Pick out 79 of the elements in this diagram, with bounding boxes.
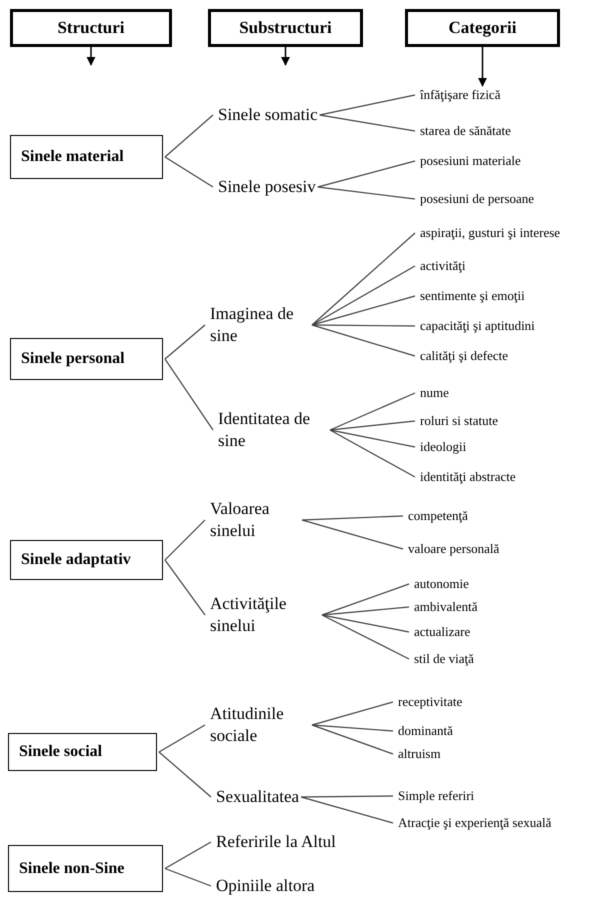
category-label: aspiraţii, gusturi şi interese: [420, 225, 560, 241]
connector-line: [330, 429, 416, 448]
connector-line: [312, 295, 416, 326]
down-arrow: [281, 47, 290, 66]
category-label: posesiuni de persoane: [420, 191, 534, 207]
substructure-label: Sexualitatea: [216, 786, 300, 808]
structure-box: Sinele social: [8, 733, 157, 771]
category-label: competenţă: [408, 508, 468, 524]
structure-box: Sinele non-Sine: [8, 845, 163, 892]
down-arrow: [478, 47, 487, 87]
connector-line: [312, 324, 415, 327]
connector-line: [312, 324, 416, 357]
category-label: actualizare: [414, 624, 470, 640]
connector-line: [164, 841, 212, 870]
category-label: roluri si statute: [420, 413, 498, 429]
connector-line: [320, 114, 416, 132]
category-label: activităţi: [420, 258, 466, 274]
structure-box: Sinele personal: [10, 338, 163, 380]
substructure-label: Activităţile sinelui: [210, 593, 320, 637]
connector-line: [320, 94, 416, 116]
column-header-box: Substructuri: [208, 9, 363, 47]
connector-line: [158, 724, 206, 753]
category-label: ambivalentă: [414, 599, 478, 615]
connector-line: [158, 752, 212, 798]
connector-line: [301, 795, 393, 798]
category-label: Atracţie şi experienţă sexuală: [398, 815, 552, 831]
substructure-label: Identitatea de sine: [218, 408, 328, 452]
connector-line: [318, 186, 416, 200]
substructure-label: Atitudinile sociale: [210, 703, 310, 747]
connector-line: [322, 606, 410, 616]
category-label: identităţi abstracte: [420, 469, 516, 485]
connector-line: [322, 614, 410, 633]
category-label: altruism: [398, 746, 441, 762]
category-label: dominantă: [398, 723, 453, 739]
substructure-label: Valoarea sinelui: [210, 498, 300, 542]
category-label: sentimente şi emoţii: [420, 288, 525, 304]
connector-line: [312, 724, 394, 755]
category-label: posesiuni materiale: [420, 153, 521, 169]
connector-line: [164, 868, 212, 887]
connector-line: [302, 515, 404, 521]
connector-line: [330, 429, 416, 478]
category-label: starea de sănătate: [420, 123, 511, 139]
connector-line: [164, 114, 214, 158]
substructure-label: Imaginea de sine: [210, 303, 310, 347]
substructure-label: Referirile la Altul: [216, 831, 336, 853]
substructure-label: Sinele somatic: [218, 104, 318, 126]
connector-line: [330, 420, 416, 431]
column-header-box: Categorii: [405, 9, 560, 47]
connector-line: [164, 560, 206, 616]
category-label: autonomie: [414, 576, 469, 592]
category-label: valoare personală: [408, 541, 500, 557]
substructure-label: Opiniile altora: [216, 875, 315, 897]
connector-line: [312, 265, 416, 326]
category-label: capacităţi şi aptitudini: [420, 318, 535, 334]
category-label: ideologii: [420, 439, 466, 455]
category-label: calităţi şi defecte: [420, 348, 508, 364]
category-label: receptivitate: [398, 694, 462, 710]
connector-line: [164, 520, 206, 560]
connector-line: [330, 392, 416, 431]
structure-box: Sinele material: [10, 135, 163, 179]
connector-line: [302, 519, 404, 550]
structure-box: Sinele adaptativ: [10, 540, 163, 580]
connector-line: [318, 160, 416, 188]
connector-line: [312, 724, 394, 732]
connector-line: [164, 358, 214, 430]
category-label: Simple referiri: [398, 788, 474, 804]
connector-line: [312, 701, 394, 726]
connector-line: [322, 583, 410, 616]
connector-line: [322, 614, 410, 660]
column-header-box: Structuri: [10, 9, 172, 47]
connector-line: [312, 232, 416, 326]
substructure-label: Sinele posesiv: [218, 176, 316, 198]
down-arrow: [86, 47, 96, 66]
category-label: nume: [420, 385, 449, 401]
connector-line: [164, 324, 206, 360]
connector-line: [300, 796, 394, 824]
connector-line: [164, 156, 214, 188]
category-label: stil de viaţă: [414, 651, 474, 667]
category-label: înfăţişare fizică: [420, 87, 500, 103]
